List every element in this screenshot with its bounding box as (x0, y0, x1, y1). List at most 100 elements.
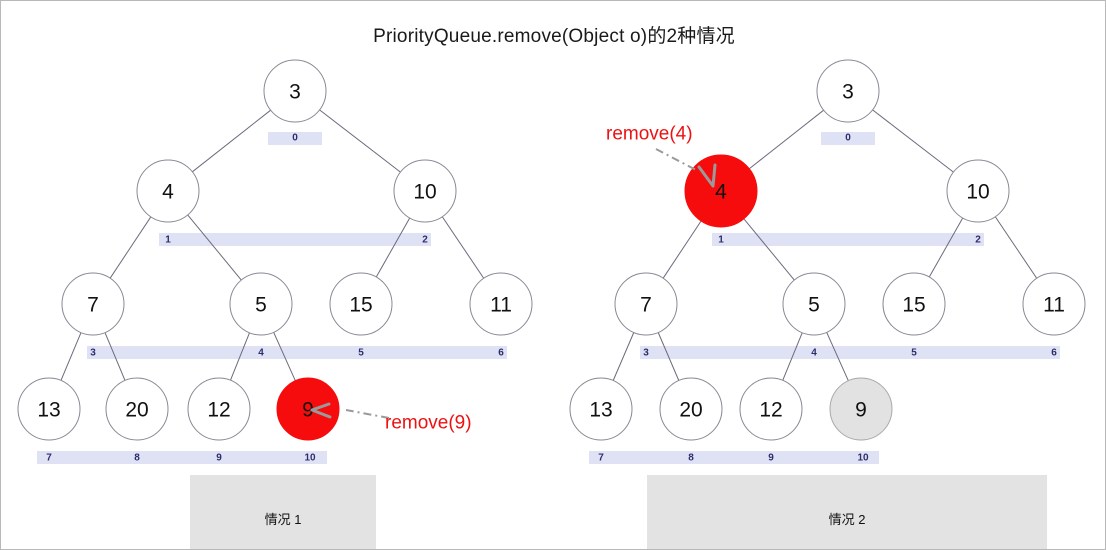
node-circle[interactable] (393, 159, 457, 223)
node-circle[interactable] (61, 272, 125, 336)
node-circle[interactable] (739, 377, 803, 441)
tree-node[interactable]: 11 (469, 272, 533, 336)
node-circle[interactable] (229, 272, 293, 336)
tree-edge (662, 220, 702, 279)
caption-case-1-title: 情况 1 (264, 512, 302, 527)
node-circle[interactable] (105, 377, 169, 441)
index-label: 9 (768, 453, 774, 464)
node-circle[interactable] (659, 377, 723, 441)
index-band (821, 132, 875, 145)
node-circle[interactable] (946, 159, 1010, 223)
tree-node[interactable]: 9 (276, 377, 340, 441)
left-tree-edges (60, 109, 485, 381)
index-band (589, 451, 879, 464)
node-circle[interactable] (816, 59, 880, 123)
index-label: 7 (598, 453, 604, 464)
tree-node[interactable]: 4 (136, 159, 200, 223)
tree-edge (612, 332, 635, 381)
node-circle[interactable] (569, 377, 633, 441)
tree-node[interactable]: 7 (61, 272, 125, 336)
tree-edge (872, 109, 954, 173)
tree-edge (230, 332, 250, 381)
node-circle[interactable] (329, 272, 393, 336)
tree-edge (109, 216, 152, 279)
index-label: 4 (811, 348, 817, 359)
index-label: 10 (304, 453, 316, 464)
index-label: 5 (358, 348, 364, 359)
tree-node[interactable]: 3 (816, 59, 880, 123)
tree-node[interactable]: 4 (684, 154, 758, 228)
node-circle[interactable] (17, 377, 81, 441)
node-value-label: 7 (640, 294, 652, 317)
tree-edge (657, 332, 680, 381)
node-value-label: 10 (966, 181, 989, 204)
right-tree-edges (612, 109, 1038, 381)
index-label: 5 (911, 348, 917, 359)
tree-node[interactable]: 7 (614, 272, 678, 336)
caption-case-2-title: 情况 2 (828, 512, 866, 527)
remove-annotations: remove(9) remove(4) (310, 124, 717, 434)
node-circle[interactable] (1022, 272, 1086, 336)
index-band (712, 233, 984, 246)
index-label: 6 (1051, 348, 1057, 359)
node-value-label: 12 (759, 399, 782, 422)
remove-4-label: remove(4) (606, 124, 693, 145)
page-title: PriorityQueue.remove(Object o)的2种情况 (373, 26, 735, 47)
tree-edge (441, 216, 485, 279)
tree-node[interactable]: 13 (569, 377, 633, 441)
node-value-label: 5 (808, 294, 820, 317)
node-circle[interactable] (782, 272, 846, 336)
index-label: 0 (292, 133, 298, 144)
node-circle[interactable] (684, 154, 758, 228)
tree-node[interactable]: 20 (105, 377, 169, 441)
index-label: 2 (422, 235, 428, 246)
tree-edge (60, 332, 82, 381)
node-value-label: 5 (255, 294, 267, 317)
remove-9-arrow-head (310, 402, 332, 419)
tree-node[interactable]: 5 (782, 272, 846, 336)
tree-node[interactable]: 11 (1022, 272, 1086, 336)
tree-node[interactable]: 10 (393, 159, 457, 223)
index-label: 3 (90, 348, 96, 359)
node-circle[interactable] (614, 272, 678, 336)
tree-node[interactable]: 15 (329, 272, 393, 336)
tree-node[interactable]: 20 (659, 377, 723, 441)
index-label: 9 (216, 453, 222, 464)
index-label: 6 (498, 348, 504, 359)
node-value-label: 13 (37, 399, 60, 422)
tree-node[interactable]: 13 (17, 377, 81, 441)
tree-edge (187, 214, 242, 281)
node-circle[interactable] (276, 377, 340, 441)
node-value-label: 3 (289, 81, 301, 104)
node-circle[interactable] (469, 272, 533, 336)
tree-edge (375, 217, 411, 278)
node-value-label: 9 (855, 399, 867, 422)
node-value-label: 20 (679, 399, 702, 422)
node-circle[interactable] (263, 59, 327, 123)
node-circle[interactable] (136, 159, 200, 223)
node-circle[interactable] (882, 272, 946, 336)
node-value-label: 4 (715, 181, 727, 204)
index-band (159, 233, 431, 246)
tree-node[interactable]: 3 (263, 59, 327, 123)
tree-node[interactable]: 15 (882, 272, 946, 336)
tree-edge (748, 109, 824, 170)
tree-node[interactable]: 12 (739, 377, 803, 441)
tree-node[interactable]: 9 (829, 377, 893, 441)
node-circle[interactable] (829, 377, 893, 441)
node-value-label: 9 (302, 399, 314, 422)
tree-node[interactable]: 5 (229, 272, 293, 336)
index-label: 1 (165, 235, 171, 246)
index-label: 8 (134, 453, 140, 464)
remove-9-arrow-line (345, 409, 390, 419)
tree-node[interactable]: 12 (187, 377, 251, 441)
tree-node[interactable]: 10 (946, 159, 1010, 223)
node-value-label: 7 (87, 294, 99, 317)
index-label: 4 (258, 348, 264, 359)
index-label: 10 (857, 453, 869, 464)
left-index-bands (37, 132, 507, 464)
node-circle[interactable] (187, 377, 251, 441)
